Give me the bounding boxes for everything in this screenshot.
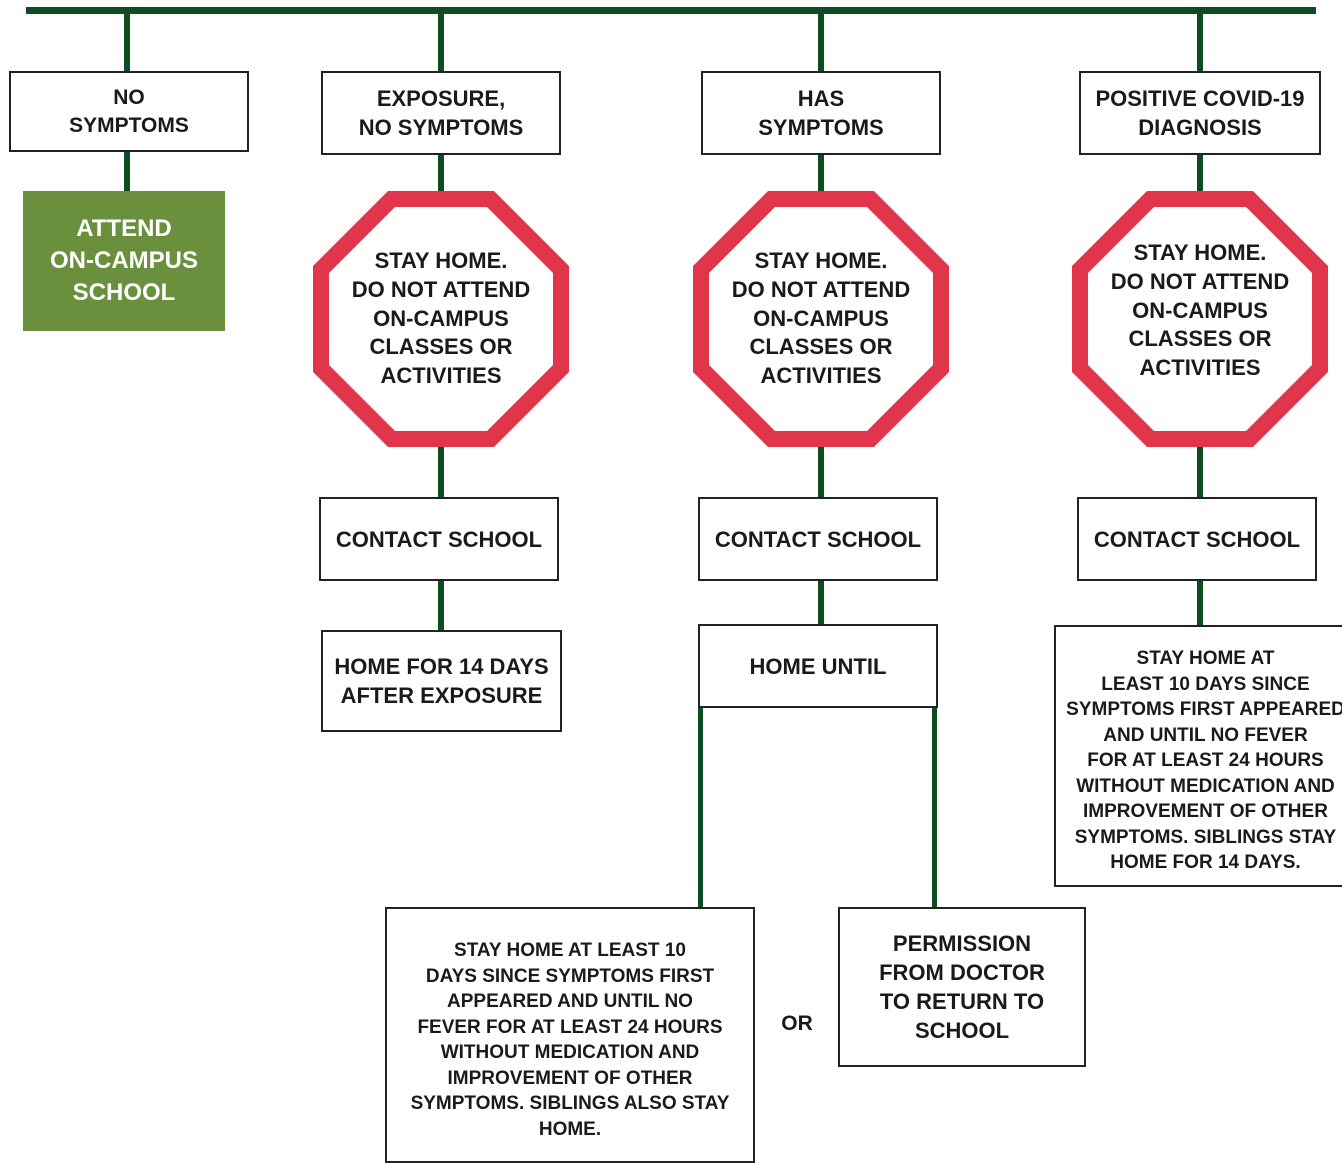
option-a-box: STAY HOME AT LEAST 10 DAYS SINCE SYMPTOM…: [385, 907, 755, 1163]
exposure-contact-text: CONTACT SCHOOL: [335, 526, 543, 552]
connector-exposure-outcome: [438, 580, 444, 632]
positive-outcome-text: STAY HOME AT LEAST 10 DAYS SINCE SYMPTOM…: [1066, 648, 1342, 873]
positive-outcome: STAY HOME AT LEAST 10 DAYS SINCE SYMPTOM…: [1054, 625, 1342, 887]
no-symptoms-header-text: NO SYMPTOMS: [69, 85, 189, 137]
home-until-box: HOME UNTIL: [698, 624, 938, 708]
exposure-contact-school: CONTACT SCHOOL: [319, 497, 559, 581]
option-a-text: STAY HOME AT LEAST 10 DAYS SINCE SYMPTOM…: [410, 940, 730, 1140]
positive-header-text: POSITIVE COVID-19 DIAGNOSIS: [1095, 86, 1305, 140]
connector-top-exposure: [438, 10, 444, 72]
connector-top-has-symptoms: [818, 10, 824, 72]
has-symptoms-contact-school: CONTACT SCHOOL: [698, 497, 938, 581]
has-symptoms-header-text: HAS SYMPTOMS: [758, 86, 884, 140]
top-bar: [26, 7, 1316, 14]
stop-sign-octagon-icon: [313, 191, 569, 447]
has-symptoms-stop-text: STAY HOME. DO NOT ATTEND ON-CAMPUS CLASS…: [731, 248, 911, 389]
positive-contact-text: CONTACT SCHOOL: [1093, 526, 1301, 552]
connector-positive-stop: [1197, 153, 1203, 193]
positive-contact-school: CONTACT SCHOOL: [1077, 497, 1317, 581]
has-symptoms-header: HAS SYMPTOMS: [701, 71, 941, 155]
exposure-header-text: EXPOSURE, NO SYMPTOMS: [358, 86, 524, 140]
connector-top-no-symptoms: [124, 10, 130, 72]
connector-positive-outcome: [1197, 579, 1203, 627]
no-symptoms-header: NO SYMPTOMS: [9, 71, 249, 152]
connector-symptoms-stop: [818, 153, 824, 193]
positive-stop-sign: STAY HOME. DO NOT ATTEND ON-CAMPUS CLASS…: [1072, 191, 1328, 447]
exposure-stop-sign: STAY HOME. DO NOT ATTEND ON-CAMPUS CLASS…: [313, 191, 569, 447]
connector-no-symptoms-attend: [124, 150, 130, 192]
home-until-text: HOME UNTIL: [749, 653, 887, 679]
option-b-box: PERMISSION FROM DOCTOR TO RETURN TO SCHO…: [838, 907, 1086, 1067]
option-b-text: PERMISSION FROM DOCTOR TO RETURN TO SCHO…: [879, 931, 1045, 1043]
exposure-stop-text: STAY HOME. DO NOT ATTEND ON-CAMPUS CLASS…: [351, 248, 531, 389]
connector-top-positive: [1197, 10, 1203, 72]
stop-sign-octagon-icon: [693, 191, 949, 447]
exposure-header: EXPOSURE, NO SYMPTOMS: [321, 71, 561, 155]
connector-positive-contact: [1197, 444, 1203, 498]
connector-symptoms-home-until: [818, 579, 824, 626]
stop-sign-octagon-icon: [1072, 191, 1328, 447]
positive-stop-text: STAY HOME. DO NOT ATTEND ON-CAMPUS CLASS…: [1110, 240, 1290, 381]
exposure-outcome-text: HOME FOR 14 DAYS AFTER EXPOSURE: [334, 654, 549, 708]
or-label: OR: [781, 1012, 813, 1035]
connector-exposure-stop: [438, 153, 444, 193]
has-symptoms-stop-sign: STAY HOME. DO NOT ATTEND ON-CAMPUS CLASS…: [693, 191, 949, 447]
attend-on-campus-box: ATTEND ON-CAMPUS SCHOOL: [23, 191, 225, 331]
positive-header: POSITIVE COVID-19 DIAGNOSIS: [1079, 71, 1321, 155]
connector-exposure-contact: [438, 444, 444, 498]
connector-symptoms-contact: [818, 444, 824, 498]
connector-home-until-option-a: [698, 706, 703, 909]
exposure-outcome: HOME FOR 14 DAYS AFTER EXPOSURE: [321, 630, 562, 732]
has-symptoms-contact-text: CONTACT SCHOOL: [714, 526, 922, 552]
attend-on-campus-text: ATTEND ON-CAMPUS SCHOOL: [50, 215, 198, 306]
connector-home-until-option-b: [932, 706, 937, 909]
